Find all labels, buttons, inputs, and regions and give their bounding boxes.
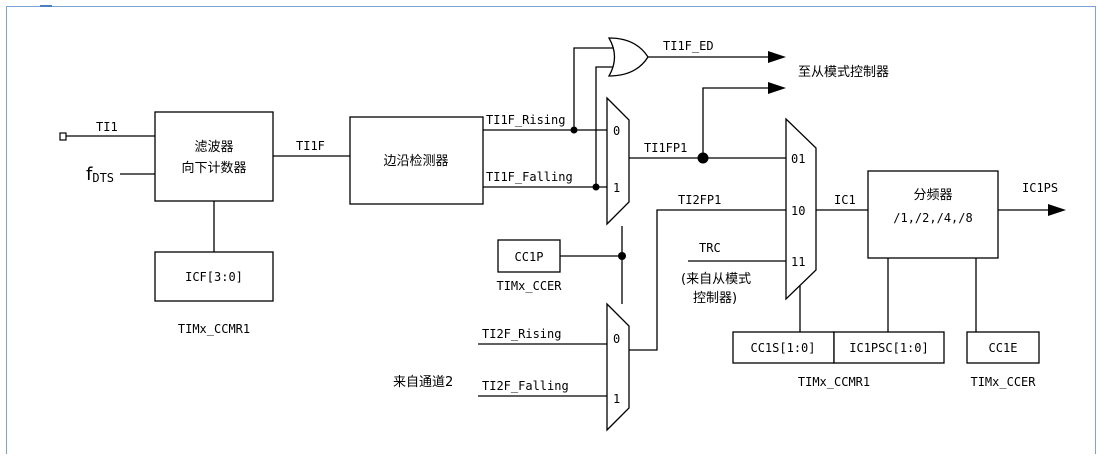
mux-ic1-select <box>785 117 817 301</box>
mux-ti1 <box>606 96 630 226</box>
label-ti2f-falling: TI2F_Falling <box>482 379 569 393</box>
wire-ti2fp1 <box>629 209 786 351</box>
filter-label-1: 滤波器 <box>194 140 233 155</box>
ccmr1-left-label: TIMx_CCMR1 <box>178 322 250 336</box>
ti1-input-pin <box>59 132 67 141</box>
ic1psc-label: IC1PSC[1:0] <box>849 341 928 355</box>
mux3-in10: 10 <box>791 204 805 218</box>
icf-block <box>154 251 274 302</box>
cc1p-block <box>497 239 561 273</box>
or-gate <box>607 37 649 77</box>
mux3-in01: 01 <box>791 152 805 166</box>
junction-cc1p <box>618 252 626 260</box>
icf-label: ICF[3:0] <box>185 270 243 284</box>
mux3-in11: 11 <box>791 255 805 269</box>
wire-to-slave-mode <box>702 87 768 158</box>
arrow-ti1f-ed <box>768 51 786 63</box>
junction-ti1fp1 <box>697 152 709 164</box>
label-ti1: TI1 <box>96 120 118 134</box>
label-ti1fp1: TI1FP1 <box>644 141 687 155</box>
wire-rising-to-or <box>573 47 617 130</box>
arrow-to-slave-mode <box>768 82 786 94</box>
mux1-in1: 1 <box>613 181 620 195</box>
ccer-right-label: TIMx_CCER <box>970 375 1036 389</box>
from-channel2-label: 来自通道2 <box>393 375 453 390</box>
label-ic1: IC1 <box>834 193 856 207</box>
from-slave-line2: 控制器) <box>693 291 737 306</box>
label-to-slave-mode: 至从模式控制器 <box>798 65 889 80</box>
junction-rising <box>570 126 578 134</box>
filter-label-2: 向下计数器 <box>181 160 246 176</box>
junction-falling <box>592 183 600 191</box>
label-ti1f-falling: TI1F_Falling <box>486 170 573 184</box>
mux2-in0: 0 <box>613 332 620 346</box>
filter-block <box>154 111 274 202</box>
cc1p-label: CC1P <box>515 250 544 264</box>
ic1psc-block <box>833 331 945 364</box>
edge-detector-label: 边沿检测器 <box>383 154 448 169</box>
prescaler-block <box>867 170 999 259</box>
mux1-in0: 0 <box>613 124 620 138</box>
label-ic1ps: IC1PS <box>1022 181 1058 195</box>
prescaler-label-1: 分频器 <box>913 188 952 203</box>
mux2-in1: 1 <box>613 392 620 406</box>
prescaler-label-2: /1,/2,/4,/8 <box>893 211 972 225</box>
cc1s-block <box>732 331 835 364</box>
edge-detector-block <box>349 116 484 205</box>
label-ti1f: TI1F <box>296 139 325 153</box>
cc1s-label: CC1S[1:0] <box>750 341 815 355</box>
label-ti1f-rising: TI1F_Rising <box>486 113 565 127</box>
label-ti2fp1: TI2FP1 <box>678 193 721 207</box>
ccer-mid-label: TIMx_CCER <box>496 279 562 293</box>
label-trc: TRC <box>699 241 721 255</box>
cc1e-block <box>966 331 1040 364</box>
arrow-ic1ps <box>1048 204 1066 216</box>
cc1e-label: CC1E <box>989 341 1018 355</box>
from-slave-line1: (来自从模式 <box>681 272 751 287</box>
wire-falling-to-or <box>595 66 617 187</box>
mux-ti2 <box>606 302 630 432</box>
label-ti2f-rising: TI2F_Rising <box>482 327 561 341</box>
diagram-frame <box>6 6 1096 454</box>
label-ti1f-ed: TI1F_ED <box>663 39 714 53</box>
ccmr1-right-label: TIMx_CCMR1 <box>798 375 870 389</box>
label-fdts: fDTS <box>86 164 114 185</box>
